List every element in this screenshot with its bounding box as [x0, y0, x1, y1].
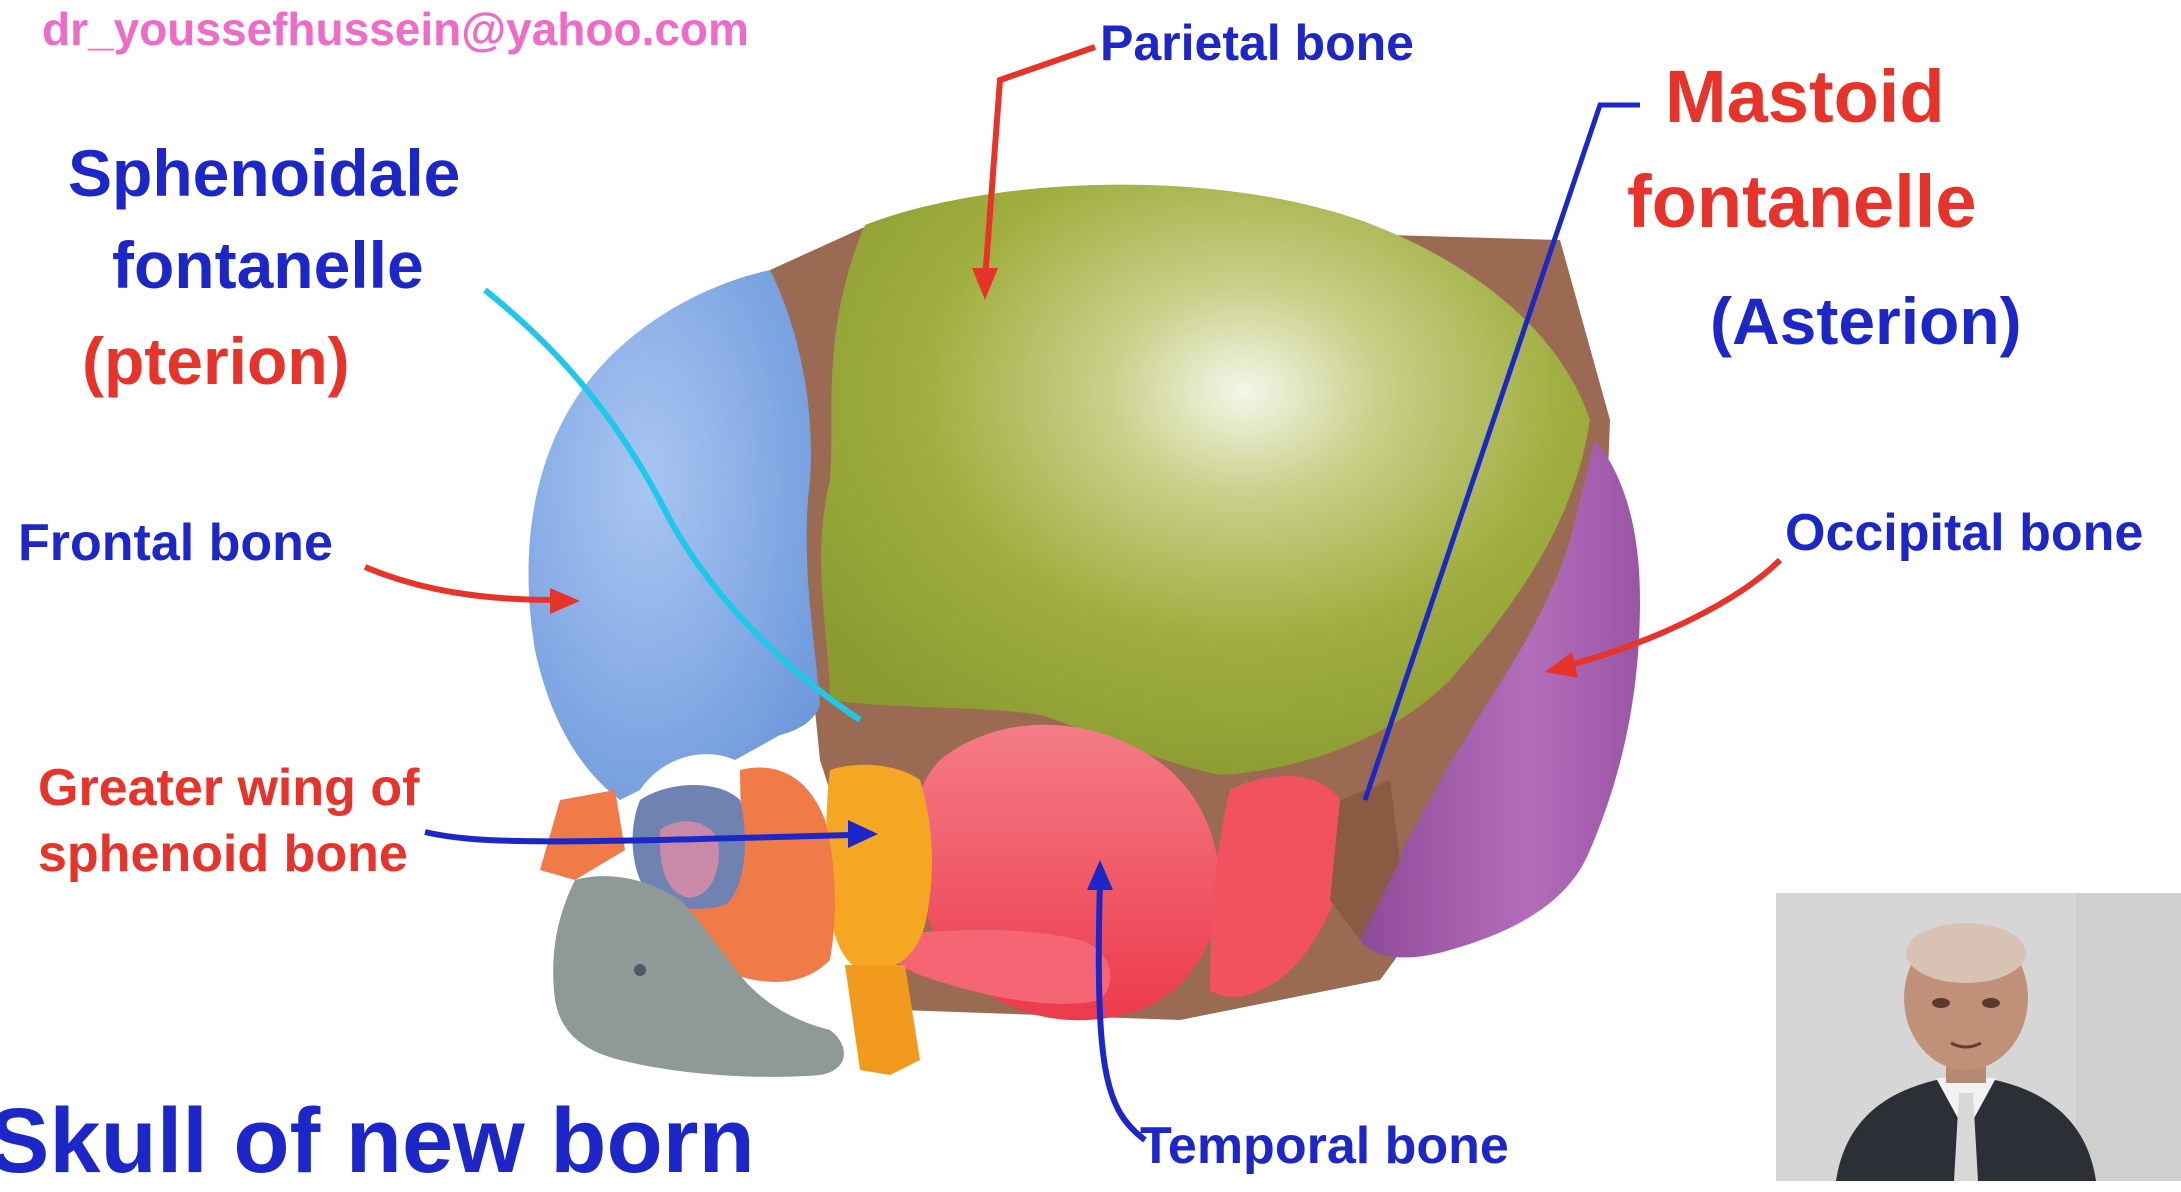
occipital-bone-label: Occipital bone — [1785, 507, 2143, 559]
mastoid-label-line1: Mastoid — [1665, 60, 1945, 134]
mental-foramen — [634, 964, 646, 976]
pterion-label: (pterion) — [82, 328, 350, 394]
sphenoidale-label-line2: fontanelle — [112, 232, 424, 298]
temporal-bone-label: Temporal bone — [1140, 1120, 1509, 1172]
nasal-bone — [540, 790, 625, 880]
frontal-bone — [528, 270, 820, 800]
frontal-pointer — [365, 567, 555, 600]
greater-wing-label-line1: Greater wing of — [38, 762, 419, 814]
greater-wing-sphenoid — [826, 765, 932, 971]
greater-wing-label-line2: sphenoid bone — [38, 828, 408, 880]
presenter-figure — [1776, 893, 2181, 1181]
parietal-bone-label: Parietal bone — [1100, 18, 1414, 68]
asterion-label: (Asterion) — [1710, 288, 2022, 354]
frontal-bone-label: Frontal bone — [18, 517, 333, 569]
sphenoidale-label-line1: Sphenoidale — [68, 140, 460, 206]
presenter-webcam — [1776, 893, 2181, 1181]
mastoid-label-line2: fontanelle — [1627, 165, 1976, 239]
email-watermark: dr_youssefhussein@yahoo.com — [42, 6, 749, 52]
slide-title: Skull of new born — [0, 1095, 755, 1187]
